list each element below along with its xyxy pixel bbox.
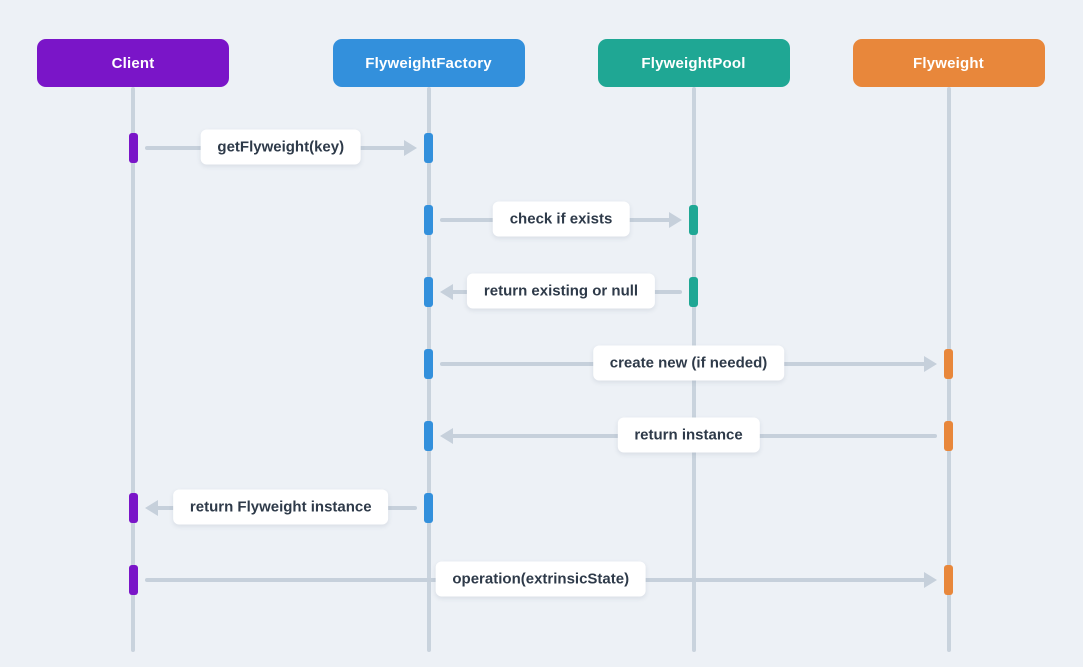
activation-bar-flyweightfactory	[424, 421, 433, 451]
lifeline-client	[131, 87, 135, 652]
message-label: check if exists	[492, 201, 630, 237]
activation-bar-flyweightfactory	[424, 277, 433, 307]
activation-bar-client	[128, 133, 138, 163]
activation-bar-client	[128, 493, 138, 523]
activation-bar-flyweight	[944, 565, 953, 595]
message-arrowhead	[669, 212, 682, 228]
message-label: return instance	[617, 417, 760, 453]
participant-label: FlyweightFactory	[365, 54, 492, 72]
activation-bar-flyweightpool	[689, 277, 698, 307]
activation-bar-flyweight	[944, 349, 953, 379]
message-arrowhead	[924, 572, 937, 588]
activation-bar-flyweightpool	[689, 205, 698, 235]
participant-flyweightfactory: FlyweightFactory	[332, 39, 525, 87]
message-label: return existing or null	[466, 273, 656, 309]
participant-label: FlyweightPool	[641, 54, 746, 72]
participant-flyweightpool: FlyweightPool	[597, 39, 790, 87]
message-arrowhead	[144, 500, 158, 516]
message-arrowhead	[440, 284, 453, 300]
message-arrowhead	[404, 140, 417, 156]
activation-bar-flyweightfactory	[424, 349, 433, 379]
participant-flyweight: Flyweight	[852, 39, 1045, 87]
activation-bar-client	[128, 565, 138, 595]
message-label: return Flyweight instance	[172, 489, 389, 525]
activation-bar-flyweightfactory	[424, 493, 433, 523]
activation-bar-flyweight	[944, 421, 953, 451]
activation-bar-flyweightfactory	[424, 205, 433, 235]
message-label: operation(extrinsicState)	[435, 561, 647, 597]
message-label: create new (if needed)	[592, 345, 785, 381]
activation-bar-flyweightfactory	[424, 133, 433, 163]
participant-label: Client	[111, 54, 155, 72]
message-arrowhead	[440, 428, 453, 444]
participant-client: Client	[37, 39, 229, 87]
participant-label: Flyweight	[913, 54, 984, 72]
message-label: getFlyweight(key)	[200, 129, 362, 165]
message-arrowhead	[924, 356, 937, 372]
